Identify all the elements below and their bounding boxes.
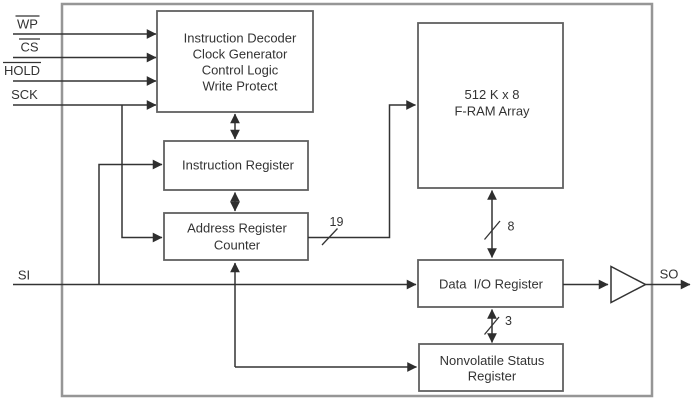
cs-pin-label: CS [20, 40, 38, 55]
nonvolatile-status-register-box [418, 343, 564, 392]
instruction-register-box [163, 140, 309, 191]
fram-array-label-line2: F-RAM Array [454, 104, 530, 119]
nv-status-register-label-line2: Register [468, 369, 517, 384]
data-bus-slash [484, 220, 501, 240]
fram-array-box [417, 22, 564, 189]
sck-pin-label: SCK [11, 87, 38, 102]
status-bus-slash [483, 316, 500, 335]
address-bus-slash [321, 228, 338, 246]
si-to-instruction-register-line [98, 159, 163, 285]
address-bus-line [308, 100, 416, 239]
status-bus-width-label: 3 [505, 314, 512, 328]
si-pin-label: SI [18, 268, 30, 283]
address-register-counter-box [163, 212, 309, 261]
address-register-label-line1: Address Register [187, 221, 287, 236]
hold-pin-label: HOLD [4, 63, 40, 78]
instruction-decoder-label-line1: Instruction Decoder [184, 31, 297, 46]
address-register-label-line2: Counter [214, 238, 261, 253]
address-bus-width-label: 19 [330, 215, 344, 229]
data-io-register-box [417, 259, 564, 308]
data-io-register-label: Data I/O Register [439, 277, 544, 292]
nv-status-register-label-line1: Nonvolatile Status [440, 353, 545, 368]
fram-array-label-line1: 512 K x 8 [465, 87, 520, 102]
instruction-decoder-box [156, 10, 314, 113]
wp-pin-label: WP [17, 17, 38, 32]
instruction-register-label: Instruction Register [182, 158, 295, 173]
sck-to-address-register-line [121, 105, 163, 243]
chip-boundary-box [60, 2, 654, 398]
data-bus-width-label: 8 [508, 220, 515, 234]
instruction-decoder-label-line3: Control Logic [202, 63, 279, 78]
instruction-decoder-label-line2: Clock Generator [193, 47, 288, 62]
output-buffer-triangle [610, 265, 648, 304]
instruction-decoder-label-line4: Write Protect [203, 79, 278, 94]
so-pin-label: SO [660, 267, 679, 282]
